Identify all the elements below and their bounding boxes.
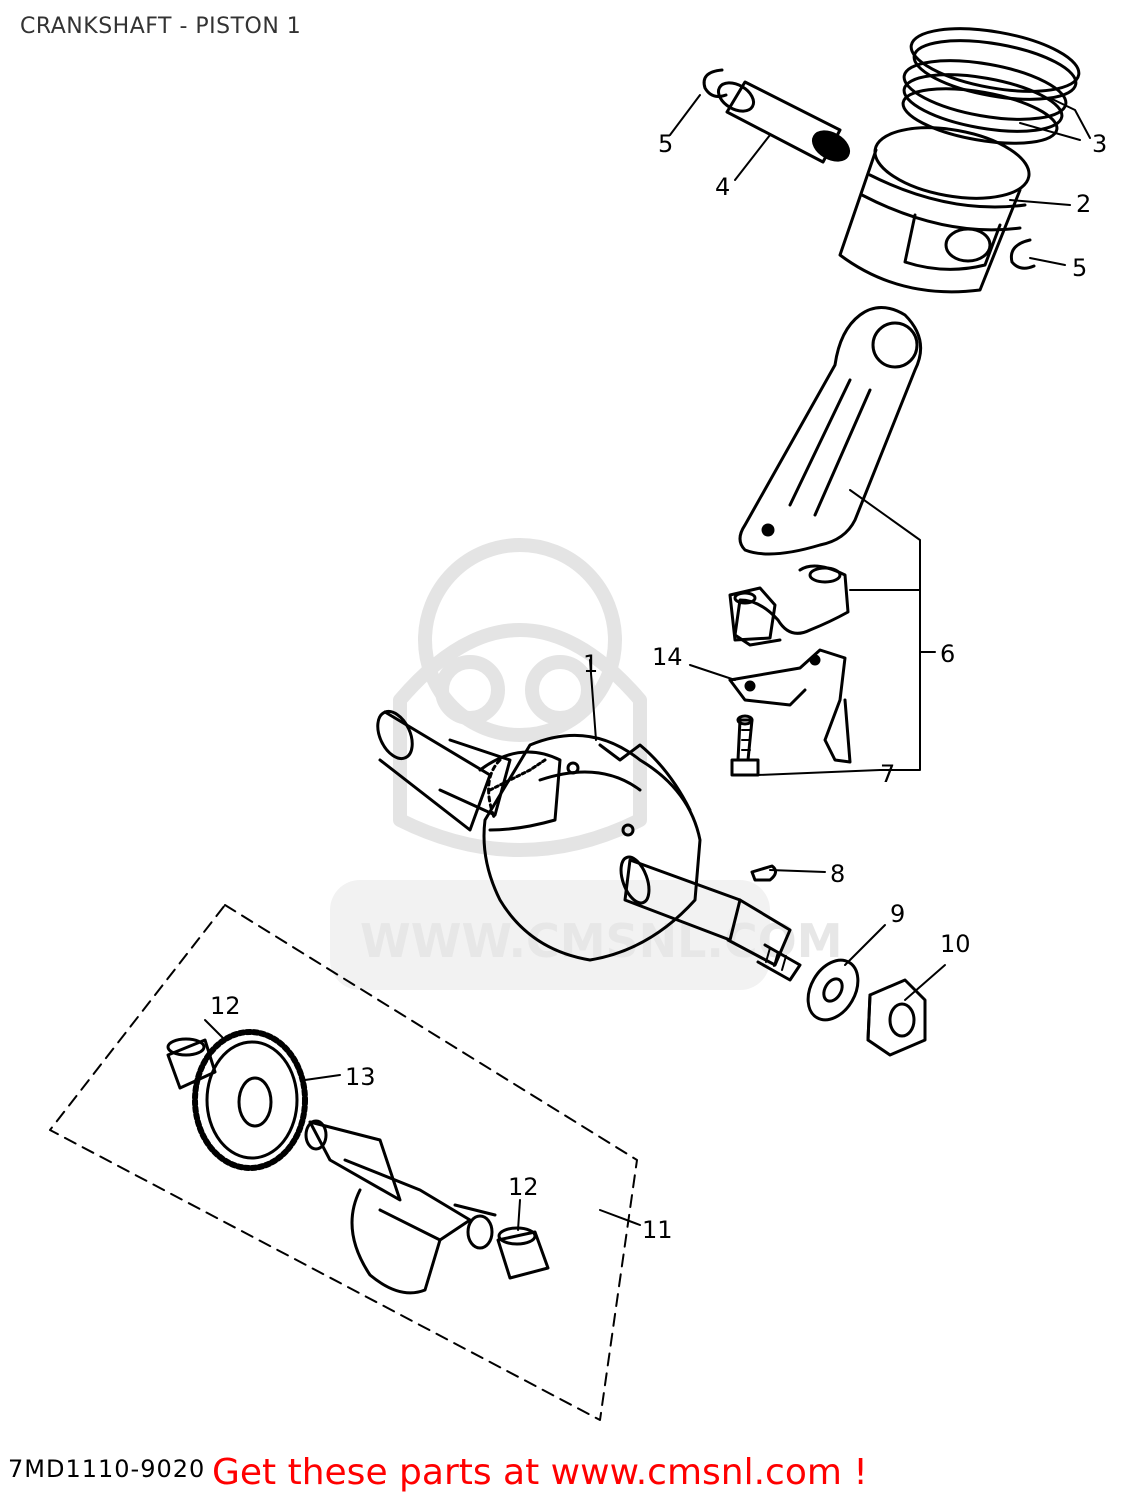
callout-9: 9: [890, 900, 905, 928]
bearing-upper: [166, 1037, 217, 1090]
callout-1: 1: [583, 650, 598, 678]
callout-8: 8: [830, 860, 845, 888]
piston: [838, 126, 1031, 294]
callout-3: 3: [1092, 130, 1107, 158]
page-title: CRANKSHAFT - PISTON 1: [20, 14, 302, 39]
balancer-shaft: [304, 1119, 497, 1295]
nut: [866, 978, 927, 1057]
piston-rings: [901, 27, 1081, 145]
woodruff-key: [750, 864, 777, 882]
leader-lines: [204, 94, 1091, 1231]
callout-5-right: 5: [1072, 254, 1087, 282]
bearing-lower: [496, 1226, 550, 1280]
callout-10: 10: [940, 930, 971, 958]
balancer-gear: [192, 1029, 308, 1171]
callout-12-lower: 12: [508, 1173, 539, 1201]
callout-13: 13: [345, 1063, 376, 1091]
balancer-group-outline: [49, 904, 638, 1421]
connecting-rod-cap: [728, 564, 850, 647]
circlip-right: [1009, 238, 1036, 270]
piston-pin: [716, 80, 851, 164]
callout-4: 4: [715, 173, 730, 201]
callout-6: 6: [940, 640, 955, 668]
promo-link[interactable]: Get these parts at www.cmsnl.com !: [212, 1452, 868, 1493]
callout-14: 14: [652, 643, 683, 671]
crankshaft: [376, 709, 802, 982]
watermark-text: WWW.CMSNL.COM: [360, 914, 843, 968]
connecting-rod: [738, 306, 923, 556]
callout-11: 11: [642, 1216, 673, 1244]
rod-bolt: [730, 714, 760, 777]
circlip-left: [702, 68, 728, 98]
drawing-code: 7MD1110-9020: [8, 1455, 206, 1483]
callout-2: 2: [1076, 190, 1091, 218]
watermark-logo: [330, 538, 770, 990]
callout-12-upper: 12: [210, 992, 241, 1020]
callout-7: 7: [880, 760, 895, 788]
lock-plate: [728, 648, 852, 764]
callout-5-left: 5: [658, 130, 673, 158]
